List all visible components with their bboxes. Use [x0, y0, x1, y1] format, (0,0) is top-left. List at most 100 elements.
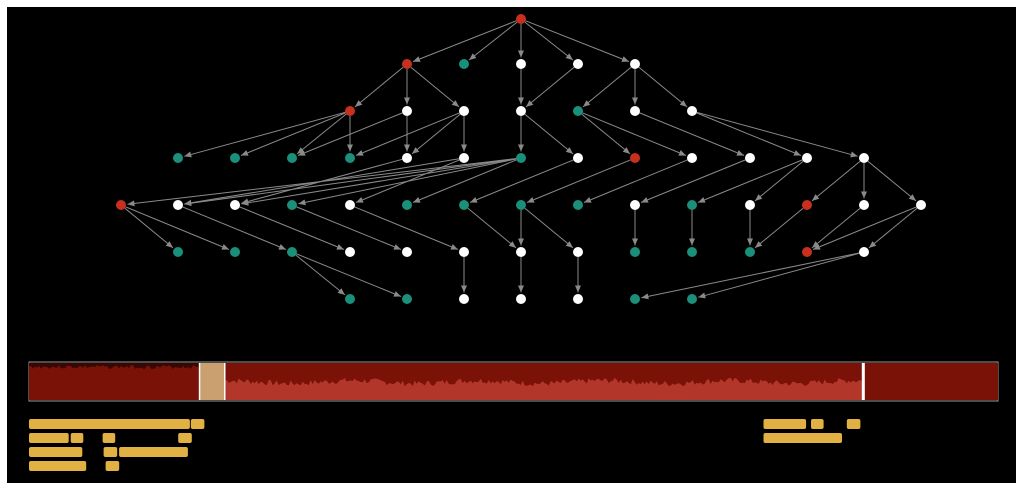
edge-b3-c7	[524, 113, 574, 155]
edge-c7-d6	[469, 159, 574, 203]
node-f6-teal[interactable]	[687, 294, 697, 304]
segment-bar-4-1[interactable]	[811, 419, 824, 429]
edge-d1-e2	[182, 206, 287, 250]
segment-bar-0-0[interactable]	[29, 419, 190, 429]
node-c2-teal[interactable]	[287, 153, 297, 163]
node-f0-teal[interactable]	[345, 294, 355, 304]
node-e1-teal[interactable]	[230, 247, 240, 257]
edge-e2-f0	[295, 254, 346, 296]
node-d5-teal[interactable]	[402, 200, 412, 210]
node-d9-white[interactable]	[630, 200, 640, 210]
node-c10-white[interactable]	[745, 153, 755, 163]
node-c7-white[interactable]	[573, 153, 583, 163]
segment-bar-0-1[interactable]	[190, 419, 205, 429]
node-e2-teal[interactable]	[287, 247, 297, 257]
edge-c6-d1	[184, 158, 517, 207]
edge-c5-d1	[184, 158, 460, 206]
edge-c6-d2	[241, 158, 517, 206]
segment-bar-4-2[interactable]	[846, 419, 861, 429]
node-e9-teal[interactable]	[687, 247, 697, 257]
node-f3-white[interactable]	[516, 294, 526, 304]
edge-c5-d4	[355, 159, 460, 203]
node-b5-white[interactable]	[630, 106, 640, 116]
segment-bar-1-0[interactable]	[29, 433, 69, 443]
segment-bar-2-0[interactable]	[29, 447, 83, 457]
node-d8-teal[interactable]	[573, 200, 583, 210]
segment-bars	[29, 419, 861, 471]
node-d1-white[interactable]	[173, 200, 183, 210]
node-e0-teal[interactable]	[173, 247, 183, 257]
edge-c12-d12	[811, 160, 861, 202]
node-a1-teal[interactable]	[459, 59, 469, 69]
node-a3-white[interactable]	[573, 59, 583, 69]
node-f1-teal[interactable]	[402, 294, 412, 304]
node-e5-white[interactable]	[459, 247, 469, 257]
node-d0-red[interactable]	[116, 200, 126, 210]
node-d3-teal[interactable]	[287, 200, 297, 210]
node-f4-white[interactable]	[573, 294, 583, 304]
node-r0-red[interactable]	[516, 14, 526, 24]
node-c6-teal[interactable]	[516, 153, 526, 163]
edges-layer	[124, 20, 918, 300]
edge-d12-e10	[754, 207, 804, 249]
segment-bar-5-0[interactable]	[763, 433, 843, 443]
node-e3-white[interactable]	[345, 247, 355, 257]
edge-d7-e7	[524, 207, 574, 249]
edge-a4-b4	[582, 66, 632, 108]
node-e10-teal[interactable]	[745, 247, 755, 257]
node-b0-red[interactable]	[345, 106, 355, 116]
node-a0-red[interactable]	[402, 59, 412, 69]
node-d10-teal[interactable]	[687, 200, 697, 210]
node-b4-teal[interactable]	[573, 106, 583, 116]
node-e7-white[interactable]	[573, 247, 583, 257]
node-c5-white[interactable]	[459, 153, 469, 163]
app-canvas	[7, 7, 1016, 483]
segment-bar-1-3[interactable]	[178, 433, 192, 443]
node-f5-teal[interactable]	[630, 294, 640, 304]
node-c3-teal[interactable]	[345, 153, 355, 163]
node-d11-white[interactable]	[745, 200, 755, 210]
node-d6-teal[interactable]	[459, 200, 469, 210]
node-c4-white[interactable]	[402, 153, 412, 163]
node-e12-white[interactable]	[859, 247, 869, 257]
node-c11-white[interactable]	[802, 153, 812, 163]
edge-b4-c8	[581, 113, 631, 155]
node-c8-red[interactable]	[630, 153, 640, 163]
node-b6-white[interactable]	[687, 106, 697, 116]
node-c0-teal[interactable]	[173, 153, 183, 163]
segment-bar-4-0[interactable]	[763, 419, 807, 429]
node-e8-teal[interactable]	[630, 247, 640, 257]
nodes-layer	[116, 14, 926, 304]
node-d4-white[interactable]	[345, 200, 355, 210]
edge-c6-d5	[412, 159, 517, 203]
node-c1-teal[interactable]	[230, 153, 240, 163]
segment-bar-3-0[interactable]	[29, 461, 87, 471]
edge-d13-e11	[811, 207, 861, 249]
node-d13-white[interactable]	[859, 200, 869, 210]
timeline-selection-window[interactable]	[199, 363, 225, 400]
node-c9-white[interactable]	[687, 153, 697, 163]
edge-c8-d7	[526, 159, 631, 203]
node-d12-red[interactable]	[802, 200, 812, 210]
segment-bar-3-1[interactable]	[105, 461, 120, 471]
segment-bar-2-2[interactable]	[119, 447, 188, 457]
node-d2-white[interactable]	[230, 200, 240, 210]
node-b1-white[interactable]	[402, 106, 412, 116]
node-e11-red[interactable]	[802, 247, 812, 257]
node-b3-white[interactable]	[516, 106, 526, 116]
node-b2-white[interactable]	[459, 106, 469, 116]
node-e6-white[interactable]	[516, 247, 526, 257]
segment-bar-1-1[interactable]	[70, 433, 84, 443]
node-a4-white[interactable]	[630, 59, 640, 69]
segment-bar-1-2[interactable]	[102, 433, 116, 443]
edge-c11-d10	[697, 159, 803, 203]
node-e4-white[interactable]	[402, 247, 412, 257]
timeline-cursor[interactable]	[861, 363, 865, 400]
segment-bar-2-1[interactable]	[103, 447, 118, 457]
node-f2-white[interactable]	[459, 294, 469, 304]
node-d7-teal[interactable]	[516, 200, 526, 210]
node-c12-white[interactable]	[859, 153, 869, 163]
node-a2-white[interactable]	[516, 59, 526, 69]
node-d14-white[interactable]	[916, 200, 926, 210]
timeline-track[interactable]	[28, 361, 999, 402]
